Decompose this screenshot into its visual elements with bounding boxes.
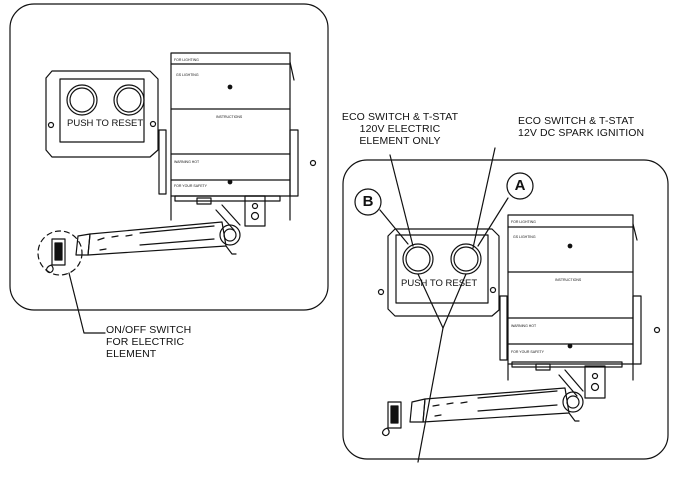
callout-b-line1: ECO SWITCH & T-STAT	[341, 111, 459, 123]
left-control-panel	[158, 52, 317, 227]
left-reset-button-label: PUSH TO RESET	[67, 118, 144, 129]
right-control-panel	[499, 214, 661, 399]
right-panel-footer: FOR YOUR SAFETY	[511, 350, 544, 354]
right-panel-sub: GS LIGHTING	[513, 235, 536, 239]
left-view-frame	[9, 3, 329, 311]
right-onoff-switch	[382, 401, 402, 437]
marker-a-label: A	[514, 177, 526, 194]
left-panel-instructions: INSTRUCTIONS	[216, 115, 243, 119]
left-reset-plate	[45, 70, 159, 158]
callout-a-line2: 12V DC SPARK IGNITION	[518, 127, 645, 139]
callout-onoff-line3: ELEMENT	[106, 348, 157, 360]
callout-onoff-line1: ON/OFF SWITCH	[106, 324, 192, 336]
right-view-frame	[342, 159, 669, 460]
right-leaders	[379, 147, 509, 463]
left-onoff-switch	[37, 230, 106, 334]
marker-a-circle	[506, 172, 534, 200]
left-panel-sub: GS LIGHTING	[176, 73, 199, 77]
right-reset-button-label: PUSH TO RESET	[401, 278, 478, 289]
left-panel-warning: WARNING HOT	[174, 160, 200, 164]
callout-b-line2: 120V ELECTRIC	[359, 123, 441, 135]
left-panel-footer: FOR YOUR SAFETY	[174, 184, 207, 188]
right-panel-warning: WARNING HOT	[511, 324, 537, 328]
right-panel-header: FOR LIGHTING	[511, 220, 536, 224]
callout-a-line1: ECO SWITCH & T-STAT	[518, 115, 635, 127]
left-panel-header: FOR LIGHTING	[174, 58, 199, 62]
right-panel-instructions: INSTRUCTIONS	[555, 278, 582, 282]
marker-b-label: B	[362, 193, 374, 210]
marker-b-circle	[354, 188, 382, 216]
left-pipe	[75, 204, 241, 256]
callout-b-line3: ELEMENT ONLY	[359, 135, 441, 147]
callout-onoff-line2: FOR ELECTRIC	[106, 336, 185, 348]
right-pipe	[409, 369, 584, 423]
